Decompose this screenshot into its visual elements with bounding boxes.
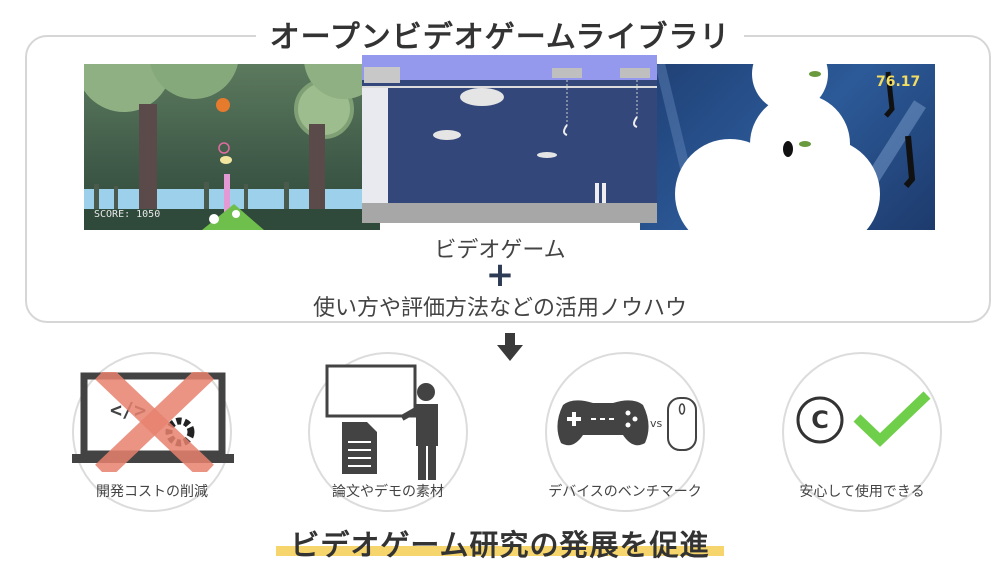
presenter-document-icon [325, 364, 438, 480]
benefit-label-benchmark: デバイスのベンチマーク [548, 484, 702, 500]
benefit-circle-safe [782, 352, 942, 512]
benefit-label-material: 論文やデモの素材 [332, 484, 444, 500]
benefit-circle-material [308, 352, 468, 512]
gamepad-vs-mouse-icon: vs [557, 397, 697, 451]
conclusion-text: ビデオゲーム研究の発展を促進 [290, 528, 710, 562]
penguin-game-thumbnail: 76.17 [640, 64, 935, 230]
page-title: オープンビデオゲームライブラリ [0, 12, 1000, 56]
copyright-check-icon: C [796, 391, 931, 447]
score-label: SCORE: 1050 [94, 209, 161, 220]
forest-game-thumbnail: SCORE: 1050 [84, 64, 380, 230]
video-game-label: ビデオゲーム [434, 238, 566, 263]
plus-icon: + [485, 255, 515, 295]
vs-label: vs [650, 417, 663, 430]
highlight-bar [276, 546, 724, 556]
benefit-circle-benchmark [545, 352, 705, 512]
benefit-label-cost: 開発コストの削減 [96, 484, 208, 500]
benefit-circle-cost [72, 352, 232, 512]
timer-label: 76.17 [876, 74, 921, 90]
know-how-label: 使い方や評価方法などの活用ノウハウ [312, 296, 687, 321]
arrow-down-icon [497, 333, 523, 361]
laptop-crossed-icon: </> [72, 372, 234, 472]
svg-text:C: C [811, 406, 829, 434]
benefit-label-safe: 安心して使用できる [799, 484, 925, 500]
fishing-game-thumbnail [362, 55, 657, 223]
